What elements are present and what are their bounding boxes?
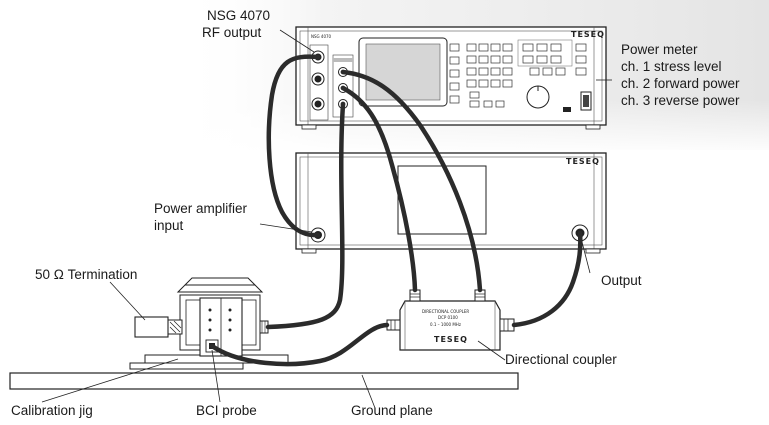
coupler-brand-logo: TESEQ (434, 335, 468, 344)
generator-function-keys (517, 39, 587, 76)
generator-rotary-knob (526, 85, 550, 109)
coupler-right-port[interactable] (499, 318, 515, 332)
directional-coupler-label: Directional coupler (505, 352, 617, 367)
termination-load (134, 316, 169, 338)
ground-plane (9, 372, 519, 390)
amp-input-label-line1: Power amplifier (154, 201, 248, 216)
power-meter-label-line3: ch. 2 forward power (621, 76, 740, 91)
cable-coupler-to-amplifier (511, 230, 583, 328)
generator-power-switch (580, 91, 592, 111)
bci-probe (199, 297, 243, 357)
power-meter-label-line4: ch. 3 reverse power (621, 93, 740, 108)
generator-screen (358, 37, 448, 107)
rf-output-label-line2: RF output (202, 25, 262, 40)
termination-label: 50 Ω Termination (35, 267, 137, 282)
signal-generator: NSG 4070 (295, 26, 607, 130)
cable-rf-to-amplifier (266, 54, 321, 238)
generator-brand-logo: TESEQ (571, 30, 605, 39)
cable-ch1-to-jig (265, 101, 346, 330)
generator-softkeys (449, 43, 460, 104)
generator-model-text: NSG 4070 (311, 34, 332, 39)
output-label: Output (601, 273, 642, 288)
directional-coupler: DIRECTIONAL COUPLER DCP 0100 0.1 – 1000 … (386, 289, 515, 351)
amplifier-display-window (397, 165, 487, 235)
leader-lines (41, 29, 612, 409)
power-amplifier: TESEQ (295, 152, 607, 254)
coupler-range-text: 0.1 – 1000 MHz (430, 322, 461, 327)
ground-plane-label: Ground plane (351, 403, 433, 418)
power-meter-label-line1: Power meter (621, 42, 698, 57)
cable-ch2-to-coupler (340, 85, 418, 293)
generator-indicator (563, 107, 571, 112)
generator-keypad (466, 43, 513, 108)
power-meter-label-line2: ch. 1 stress level (621, 59, 722, 74)
amp-input-label-line2: input (154, 218, 184, 233)
cables (209, 54, 583, 367)
cable-ch3-to-coupler (340, 69, 483, 293)
cable-probe-to-coupler (209, 322, 390, 367)
coupler-title-text: DIRECTIONAL COUPLER (422, 309, 469, 314)
labels: NSG 4070 RF output Power meter ch. 1 str… (11, 8, 740, 418)
jig-left-connector (167, 319, 183, 335)
amplifier-brand-logo: TESEQ (566, 157, 600, 166)
rf-output-label-line1: NSG 4070 (207, 8, 270, 23)
calibration-jig-label: Calibration jig (11, 403, 93, 418)
coupler-model-text: DCP 0100 (438, 315, 458, 320)
bci-probe-label: BCI probe (196, 403, 257, 418)
